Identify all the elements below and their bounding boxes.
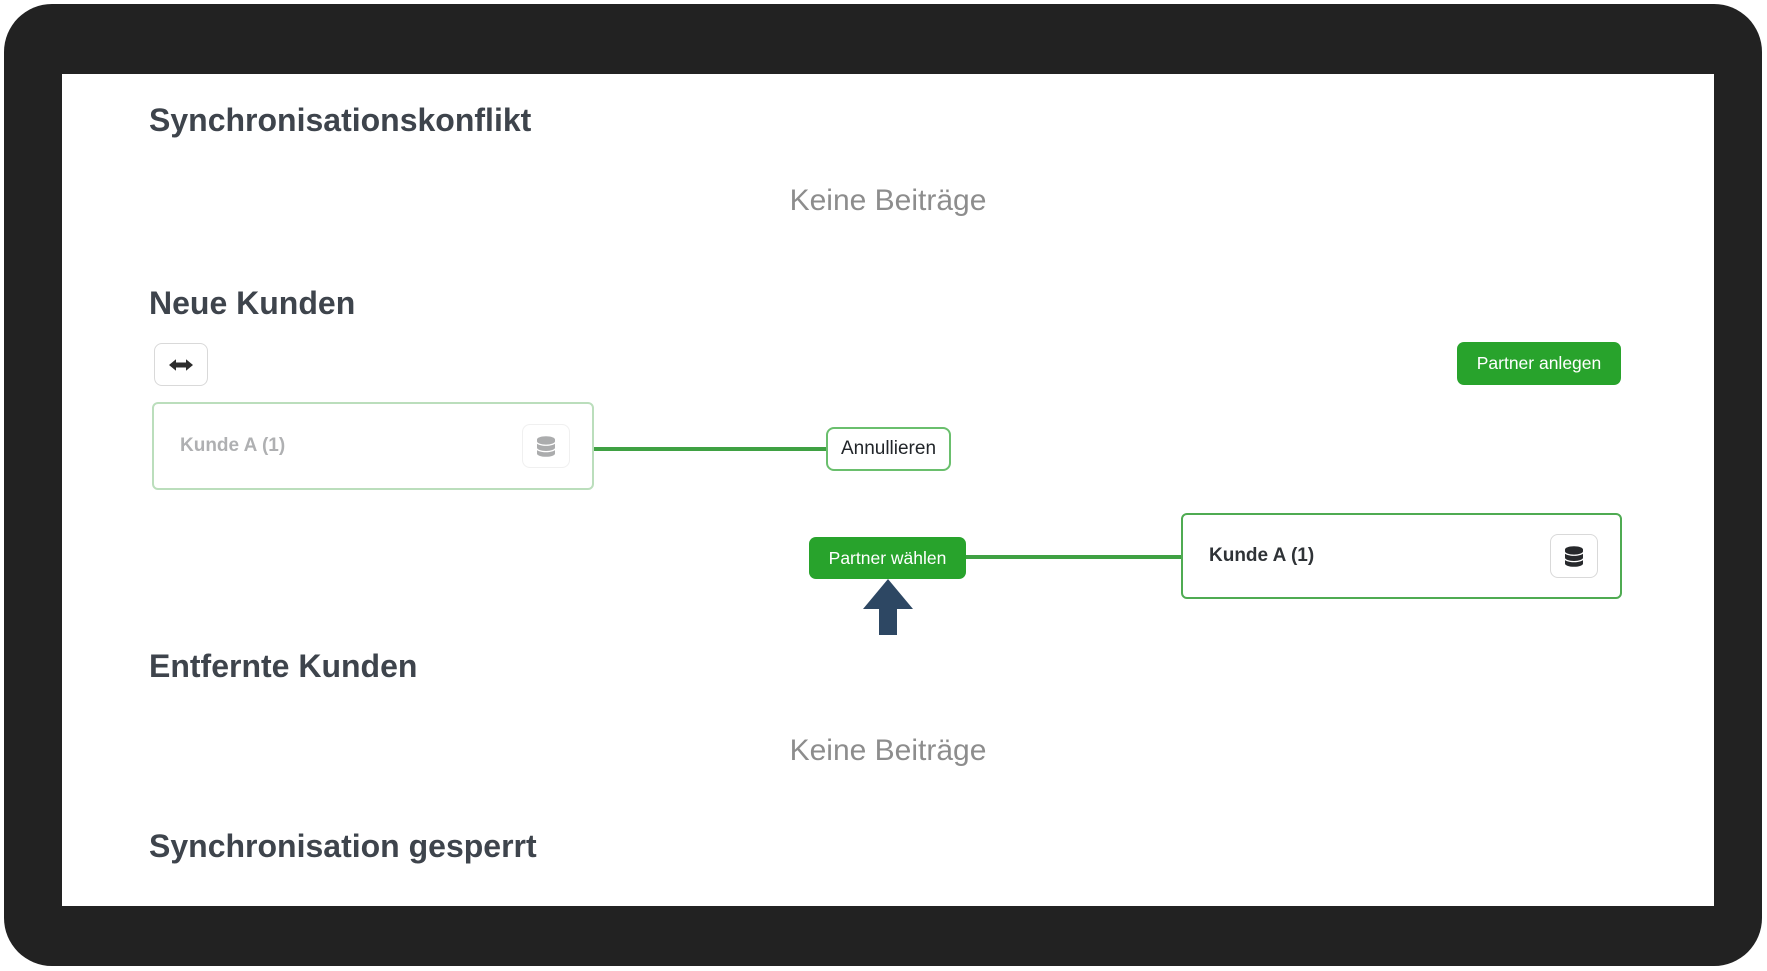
customer-card-label: Kunde A (1): [1209, 545, 1315, 566]
database-icon: [537, 435, 555, 457]
section-title-sync-conflict: Synchronisationskonflikt: [149, 102, 532, 138]
customer-card-source: Kunde A (1): [152, 402, 594, 490]
database-icon: [1565, 545, 1583, 567]
create-partner-button[interactable]: Partner anlegen: [1457, 342, 1621, 385]
section-title-sync-locked: Synchronisation gesperrt: [149, 828, 537, 864]
empty-state-sync-conflict: Keine Beiträge: [789, 184, 987, 217]
choose-partner-button[interactable]: Partner wählen: [809, 537, 966, 579]
empty-state-removed-customers: Keine Beiträge: [789, 734, 987, 767]
device-frame: Synchronisationskonflikt Keine Beiträge …: [4, 4, 1762, 966]
customer-card-target: Kunde A (1): [1181, 513, 1622, 599]
left-right-arrow-icon: [169, 357, 193, 373]
customer-data-button[interactable]: [1550, 534, 1598, 578]
customer-card-label: Kunde A (1): [180, 435, 286, 456]
swap-direction-button[interactable]: [154, 343, 208, 386]
connector-line-choose: [966, 555, 1182, 559]
customer-data-button[interactable]: [522, 424, 570, 468]
connector-line-cancel: [594, 447, 826, 451]
section-title-removed-customers: Entfernte Kunden: [149, 648, 418, 684]
up-arrow-indicator: [863, 579, 913, 635]
section-title-new-customers: Neue Kunden: [149, 285, 356, 321]
cancel-button[interactable]: Annullieren: [826, 427, 951, 471]
app-screen: Synchronisationskonflikt Keine Beiträge …: [62, 74, 1714, 906]
